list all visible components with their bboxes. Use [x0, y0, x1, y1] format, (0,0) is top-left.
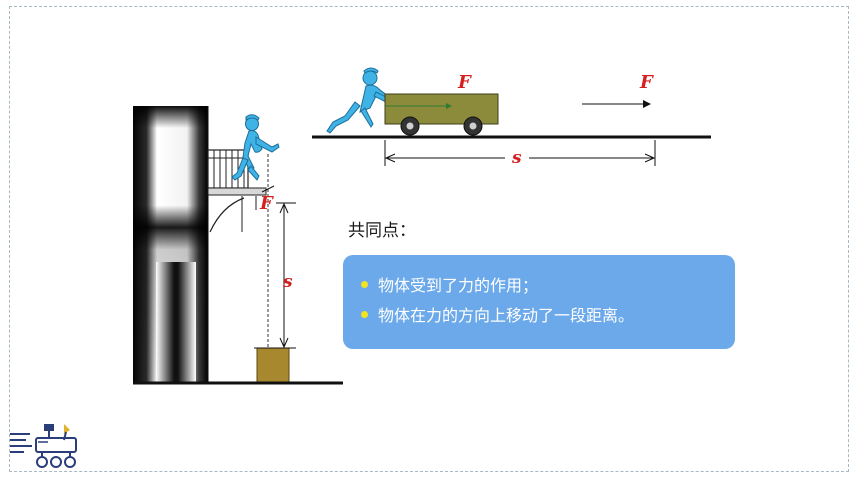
- cart: [384, 93, 499, 136]
- lift-rope: [261, 154, 275, 348]
- bullet-dot-icon: [361, 280, 368, 288]
- force-label-lift: F: [260, 193, 273, 214]
- common-points-panel: 物体受到了力的作用； 物体在力的方向上移动了一段距离。: [343, 255, 735, 349]
- common-points-heading: 共同点：: [348, 221, 416, 241]
- list-item-text: 物体在力的方向上移动了一段距离。: [378, 306, 635, 325]
- force-label-cart: F: [458, 72, 471, 93]
- force-label-right: F: [640, 72, 653, 93]
- distance-label-vertical: s: [283, 272, 293, 292]
- person-pushing-icon: [326, 67, 389, 134]
- list-item: 物体在力的方向上移动了一段距离。: [361, 299, 735, 329]
- list-item: 物体受到了力的作用；: [361, 269, 735, 299]
- building: [133, 106, 209, 382]
- balcony: [207, 149, 267, 233]
- list-item-text: 物体受到了力的作用；: [378, 276, 539, 295]
- distance-label-horizontal: s: [512, 148, 522, 168]
- bullet-dot-icon: [361, 310, 368, 318]
- dashed-frame: [9, 6, 849, 472]
- lifted-box: [256, 347, 290, 383]
- person-lifting-icon: [231, 114, 280, 181]
- rover-logo-icon: [10, 424, 77, 468]
